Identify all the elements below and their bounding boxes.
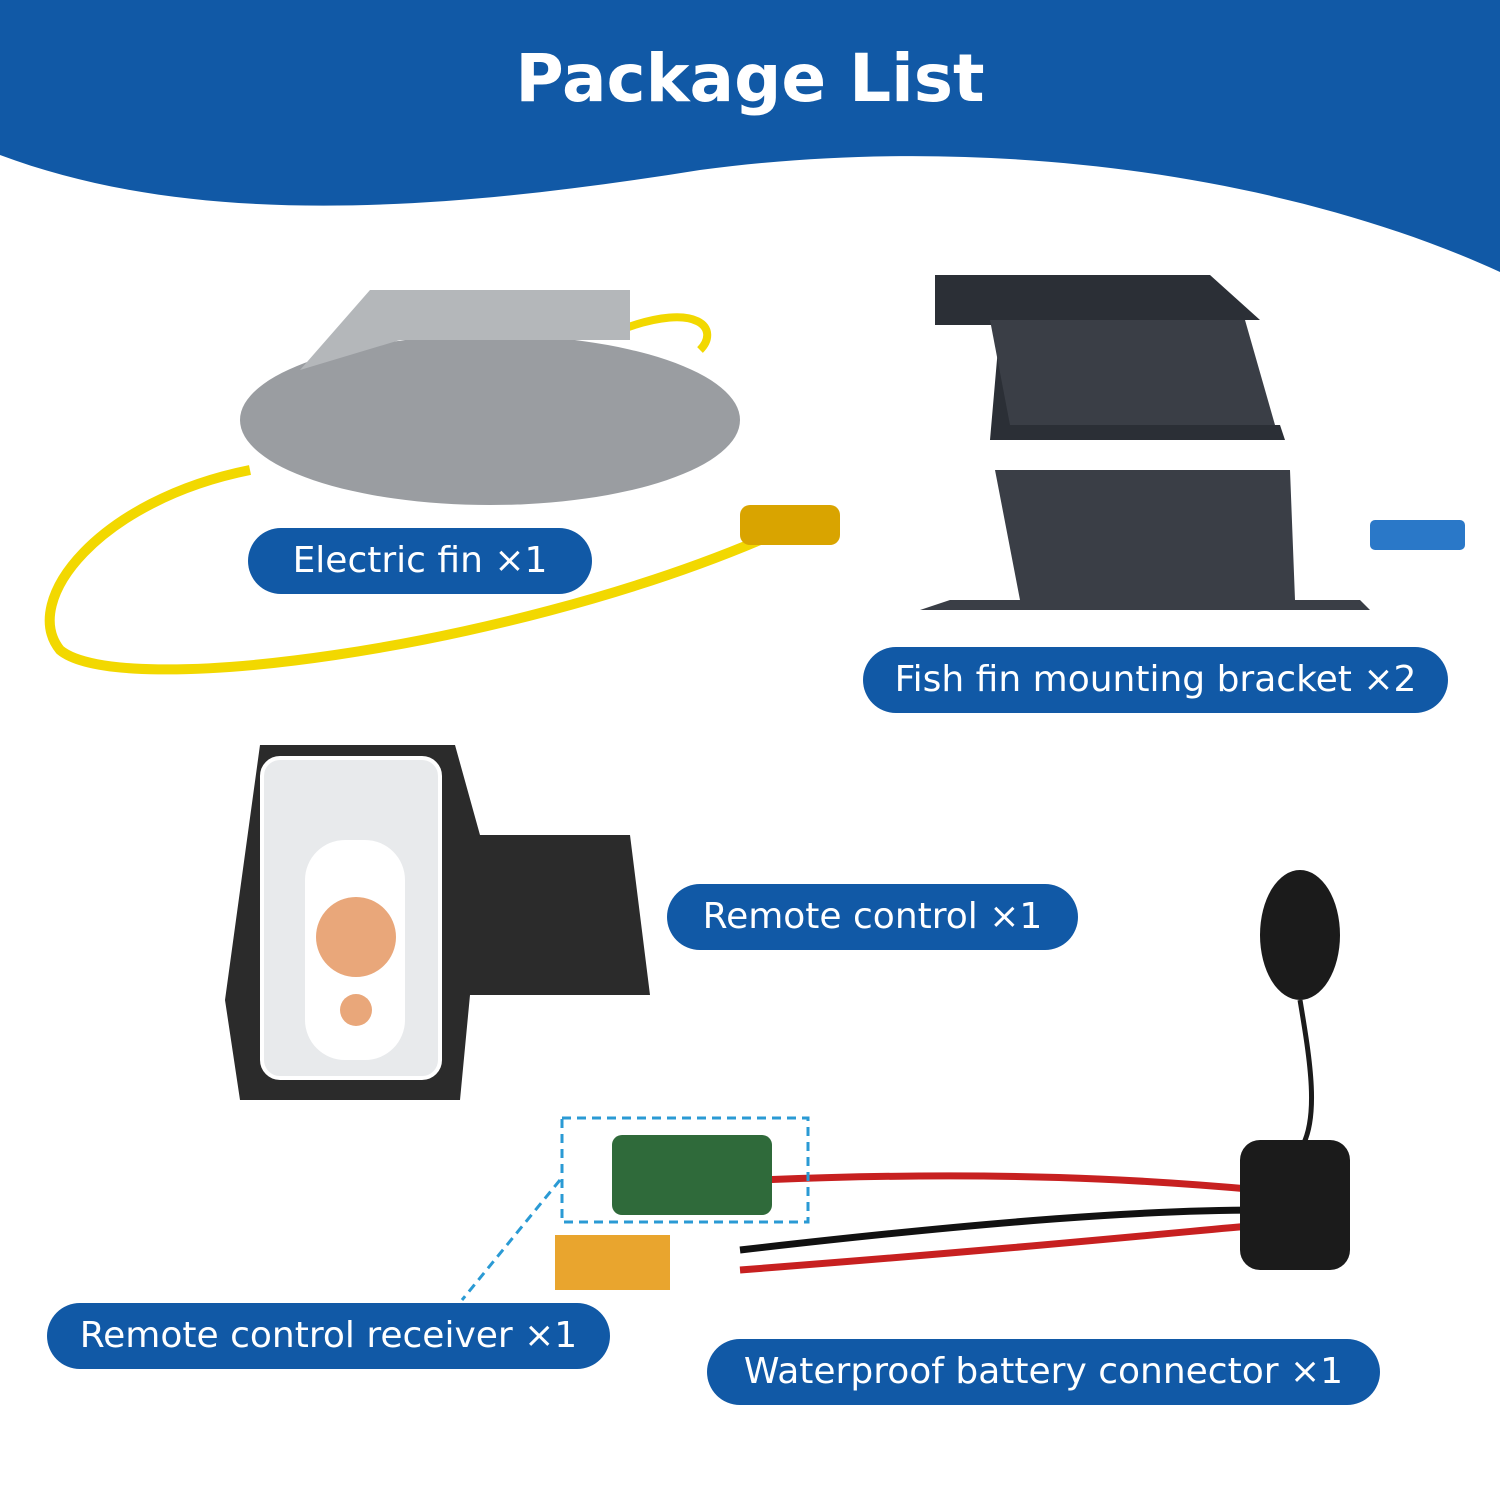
label-electric-fin: Electric fin ×1	[248, 528, 592, 594]
label-remote-control: Remote control ×1	[667, 884, 1078, 950]
header-wave	[0, 0, 1500, 272]
battery-connector-image	[460, 870, 1350, 1301]
label-mounting-bracket: Fish fin mounting bracket ×2	[863, 647, 1448, 713]
electric-fin-image	[44, 290, 840, 675]
page-title: Package List	[515, 40, 985, 117]
bracket-image	[920, 275, 1465, 610]
label-battery-connector: Waterproof battery connector ×1	[707, 1339, 1380, 1405]
remote-control-image	[225, 745, 650, 1100]
label-remote-receiver: Remote control receiver ×1	[47, 1303, 610, 1369]
